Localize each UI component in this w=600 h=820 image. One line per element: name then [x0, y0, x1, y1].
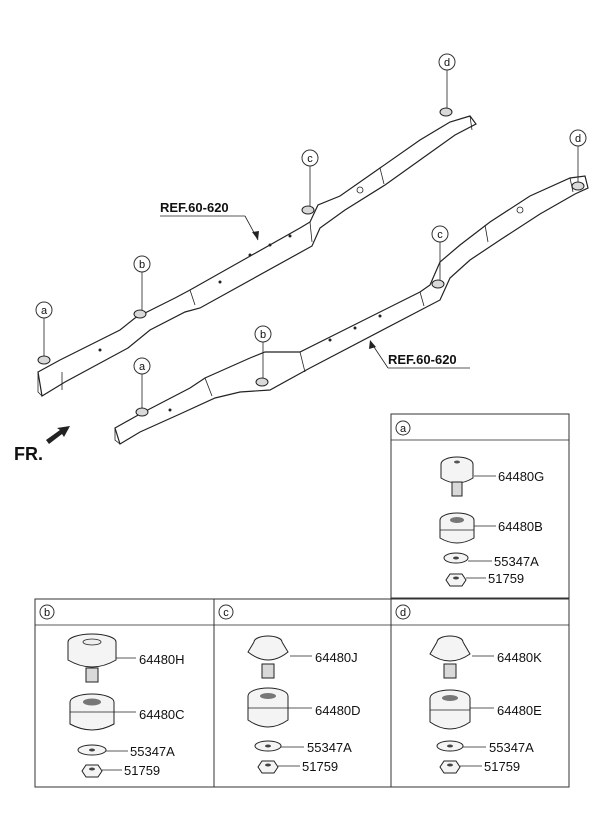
svg-text:64480D: 64480D	[315, 703, 361, 718]
group-d-box: d 64480K 64480E 55347A 51759	[390, 598, 570, 788]
group-a-box: a 64480G 64480B 55347A	[390, 413, 570, 599]
svg-text:c: c	[223, 607, 229, 619]
svg-text:64480H: 64480H	[139, 652, 185, 667]
svg-text:55347A: 55347A	[130, 744, 175, 759]
frame-rail-upper	[37, 107, 477, 397]
part-51759-b	[81, 764, 103, 778]
part-55347A-a	[443, 552, 469, 564]
svg-text:b: b	[139, 259, 145, 271]
lower-callout-b: b	[254, 325, 272, 378]
svg-text:b: b	[260, 329, 266, 341]
svg-text:d: d	[400, 607, 406, 619]
lower-callout-d: d	[569, 129, 587, 182]
part-55347A-b	[77, 744, 107, 756]
lower-ref-label: REF.60-620	[369, 340, 470, 369]
svg-text:a: a	[400, 423, 407, 435]
svg-text:REF.60-620: REF.60-620	[160, 200, 229, 215]
svg-text:d: d	[575, 133, 581, 145]
svg-text:51759: 51759	[488, 571, 524, 586]
svg-text:55347A: 55347A	[307, 740, 352, 755]
part-51759-c	[257, 760, 279, 774]
part-64480K	[429, 635, 471, 679]
svg-text:64480C: 64480C	[139, 707, 185, 722]
part-64480D	[247, 687, 289, 728]
svg-text:51759: 51759	[124, 763, 160, 778]
svg-text:51759: 51759	[302, 759, 338, 774]
svg-text:55347A: 55347A	[494, 554, 539, 569]
upper-callout-d: d	[438, 53, 456, 108]
front-arrow-icon	[46, 426, 70, 444]
part-64480E	[429, 689, 471, 730]
svg-text:64480E: 64480E	[497, 703, 542, 718]
svg-text:REF.60-620: REF.60-620	[388, 352, 457, 367]
part-64480C	[69, 693, 115, 731]
part-64480J	[247, 635, 289, 679]
upper-callout-c: c	[301, 149, 319, 206]
svg-text:c: c	[307, 153, 313, 165]
front-direction-indicator: FR.	[14, 426, 70, 464]
part-55347A-c	[254, 740, 282, 752]
upper-callout-a: a	[35, 301, 53, 356]
upper-ref-label: REF.60-620	[160, 200, 259, 241]
part-51759-a	[445, 573, 467, 587]
svg-text:d: d	[444, 57, 450, 69]
svg-text:FR.: FR.	[14, 444, 43, 464]
lower-callout-a: a	[133, 357, 151, 408]
upper-callout-b: b	[133, 255, 151, 310]
svg-text:c: c	[437, 229, 443, 241]
group-c-box: c 64480J 64480D 55347A 51759	[213, 598, 392, 788]
svg-text:64480J: 64480J	[315, 650, 358, 665]
svg-text:64480G: 64480G	[498, 469, 544, 484]
part-55347A-d	[436, 740, 464, 752]
svg-text:51759: 51759	[484, 759, 520, 774]
group-b-box: b 64480H 64480C 55347A 51759	[34, 598, 215, 788]
part-64480G	[440, 456, 474, 497]
frame-rail-lower	[114, 175, 589, 445]
lower-callout-c: c	[431, 225, 449, 280]
svg-text:55347A: 55347A	[489, 740, 534, 755]
svg-text:a: a	[139, 361, 146, 373]
svg-text:64480K: 64480K	[497, 650, 542, 665]
part-64480H	[67, 633, 117, 683]
svg-text:64480B: 64480B	[498, 519, 543, 534]
svg-text:b: b	[44, 607, 50, 619]
part-51759-d	[439, 760, 461, 774]
part-64480B	[439, 512, 475, 544]
svg-text:a: a	[41, 305, 48, 317]
